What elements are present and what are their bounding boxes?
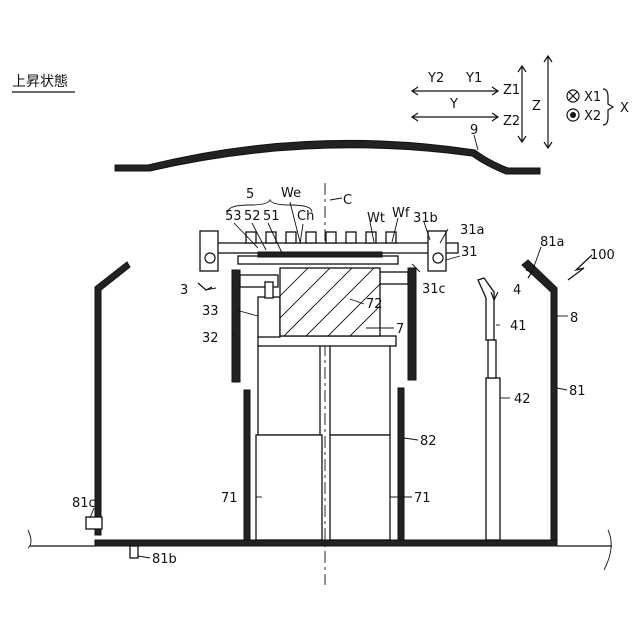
label-81b: 81b [152,552,177,567]
label-71-right: 71 [414,491,431,506]
housing-top-right [380,272,408,284]
tool-42 [486,378,500,540]
break-mark [604,530,611,570]
label-3: 3 [180,283,188,298]
out-of-page-icon [570,112,576,118]
leader-line [330,198,342,200]
break-mark [28,530,31,548]
figure-title: 上昇状態 [12,74,68,90]
hatched-block-72 [280,268,380,336]
column-71-upper [330,345,390,435]
label-4: 4 [513,283,521,298]
column-71-upper [258,345,320,435]
label-5: 5 [246,187,254,202]
label-We: We [281,186,301,201]
axis-x1: X1 [584,90,601,105]
label-9: 9 [470,123,478,138]
label-Wt: Wt [367,211,385,226]
tool-shaft [488,340,496,378]
arrow-icon [568,255,592,280]
column-71-lower [256,435,322,540]
cup-bottom [95,540,557,546]
inner-wall-82-right [398,388,404,540]
tool-41 [478,278,494,340]
axis-y1: Y1 [465,71,482,86]
holder-arm-left [200,231,218,271]
label-31a: 31a [460,223,485,238]
substrate-Ch [258,252,382,257]
label-100: 100 [590,248,615,263]
drain-81c [86,517,102,529]
actuator-33-rod [265,282,273,298]
label-31: 31 [461,245,478,260]
label-81: 81 [569,384,586,399]
axis-x2: X2 [584,109,601,124]
axis-z2: Z2 [503,114,520,129]
label-Wf: Wf [392,206,410,221]
label-52: 52 [244,209,261,224]
label-71-left: 71 [221,491,238,506]
label-31c: 31c [422,282,446,297]
label-72: 72 [366,297,383,312]
inner-wall-82-left [244,390,250,540]
axis-z1: Z1 [503,83,520,98]
label-53: 53 [225,209,242,224]
label-31b: 31b [413,211,438,226]
label-33: 33 [202,304,219,319]
label-81c: 81c [72,496,96,511]
label-7: 7 [396,322,404,337]
arrow-icon [526,270,532,278]
actuator-33 [258,297,280,337]
drain-81b [130,546,138,558]
label-51: 51 [263,209,280,224]
housing-32-left [232,270,240,382]
housing-32-right [408,268,416,380]
axis-z: Z [532,99,541,114]
label-42: 42 [514,392,531,407]
axis-y: Y [449,97,458,112]
label-82: 82 [420,434,437,449]
axis-indicator: Y2 Y1 Y Z1 Z2 Z X1 X2 X [412,56,629,148]
lid [115,140,540,174]
label-41: 41 [510,319,527,334]
brace-icon [603,89,613,125]
cup-wall-left [95,262,130,535]
label-Ch: Ch [297,209,314,224]
label-8: 8 [570,311,578,326]
label-C: C [343,193,352,208]
axis-y2: Y2 [427,71,444,86]
label-32: 32 [202,331,219,346]
axis-x: X [620,101,629,116]
label-81a: 81a [540,235,565,250]
column-71-lower [330,435,390,540]
